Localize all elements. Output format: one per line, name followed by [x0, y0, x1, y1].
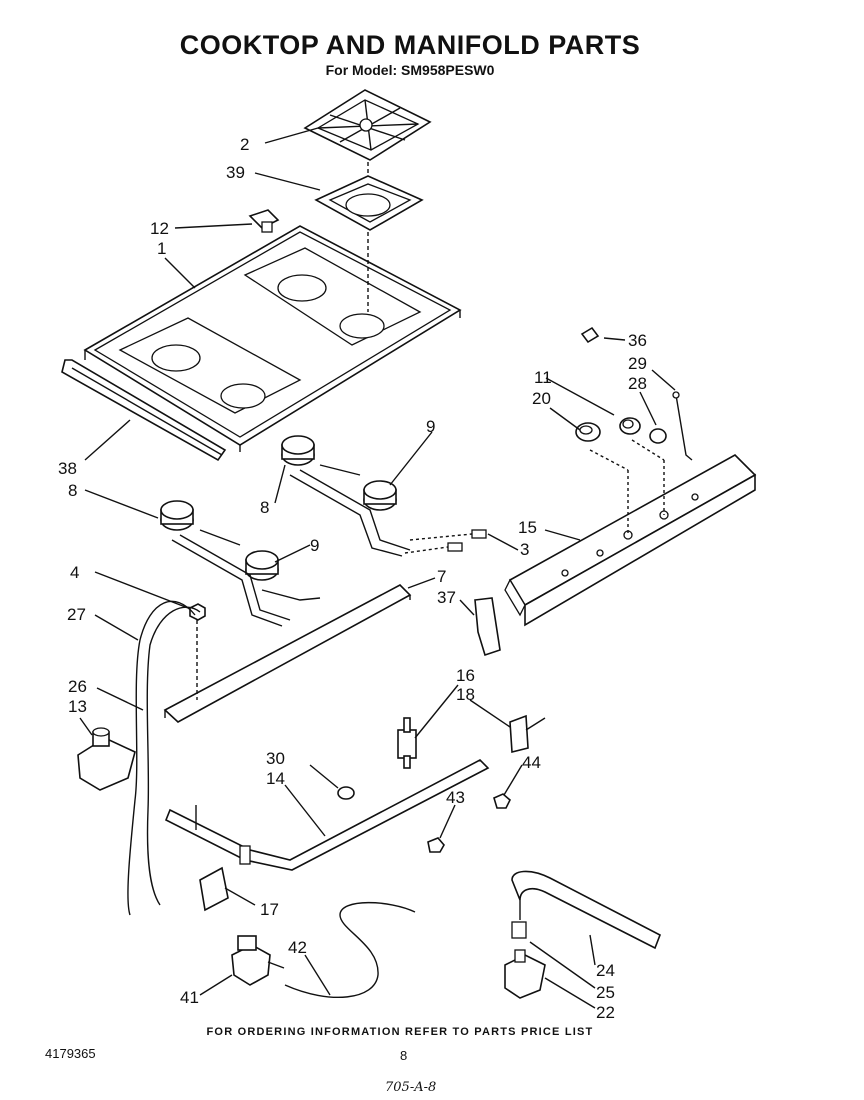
callout-18: 18	[456, 685, 475, 704]
front-burner-assembly	[160, 500, 321, 627]
callout-16: 16	[456, 666, 475, 685]
rod-and-clip	[580, 326, 693, 461]
callout-2: 2	[240, 135, 249, 154]
callout-15: 15	[518, 518, 537, 537]
callout-27: 27	[67, 605, 86, 624]
callout-3: 3	[520, 540, 529, 559]
igniter-electrodes	[404, 529, 487, 554]
callout-43: 43	[446, 788, 465, 807]
callout-4: 4	[70, 563, 79, 582]
callout-9-front: 9	[310, 536, 319, 555]
callout-28: 28	[628, 374, 647, 393]
callout-12: 12	[150, 219, 169, 238]
callout-7: 7	[437, 567, 446, 586]
mounting-plate	[199, 866, 229, 912]
callout-39: 39	[226, 163, 245, 182]
cooktop-main-top	[83, 225, 462, 452]
ordering-note: FOR ORDERING INFORMATION REFER TO PARTS …	[206, 1026, 594, 1038]
pressure-regulator	[77, 727, 136, 791]
control-knobs	[575, 417, 667, 535]
callout-20: 20	[532, 389, 551, 408]
model-subtitle: For Model: SM958PESW0	[325, 62, 495, 78]
page-title: COOKTOP AND MANIFOLD PARTS	[179, 30, 641, 60]
handwritten-note: 705-A-8	[385, 1080, 437, 1095]
callout-25: 25	[596, 983, 615, 1002]
callout-labels: 2 39 12 1 38 8 8 9 9 4 27 26 13 7 15 3 3…	[58, 135, 647, 1022]
leader-line	[525, 717, 546, 731]
orifice-hood	[337, 786, 355, 800]
callout-36: 36	[628, 331, 647, 350]
callout-9-rear: 9	[426, 417, 435, 436]
callout-22: 22	[596, 1003, 615, 1022]
callout-14: 14	[266, 769, 285, 788]
nut-and-tubing	[127, 600, 206, 916]
page-number: 8	[400, 1048, 408, 1063]
side-bracket	[474, 597, 501, 657]
callout-8-front: 8	[68, 481, 77, 500]
callout-26: 26	[68, 677, 87, 696]
callout-24: 24	[596, 961, 615, 980]
safety-valve	[231, 935, 285, 986]
valve-bracket	[509, 714, 529, 754]
rear-burner-assembly	[281, 435, 411, 557]
hold-down-bracket	[248, 209, 280, 233]
front-trim-strip	[61, 359, 227, 462]
document-number: 4179365	[45, 1046, 96, 1061]
callout-1: 1	[157, 239, 166, 258]
callout-13: 13	[68, 697, 87, 716]
callout-29: 29	[628, 354, 647, 373]
callout-8-rear: 8	[260, 498, 269, 517]
leader-lines	[79, 127, 676, 1009]
drip-pan	[314, 175, 424, 231]
callout-11: 11	[534, 368, 552, 387]
callout-42: 42	[288, 938, 307, 957]
burner-valve	[397, 717, 417, 769]
callout-38: 38	[58, 459, 77, 478]
callout-41: 41	[180, 988, 199, 1007]
callout-37: 37	[437, 588, 456, 607]
flex-tube	[284, 901, 416, 998]
callout-17: 17	[260, 900, 279, 919]
callout-30: 30	[266, 749, 285, 768]
callout-44: 44	[522, 753, 541, 772]
manifold-pipe	[164, 759, 490, 871]
mounting-screws	[427, 793, 511, 853]
oven-burner-parts	[504, 870, 662, 999]
burner-grate	[303, 89, 432, 161]
burner-support-bracket	[163, 584, 412, 723]
manifold-panel	[504, 454, 757, 627]
